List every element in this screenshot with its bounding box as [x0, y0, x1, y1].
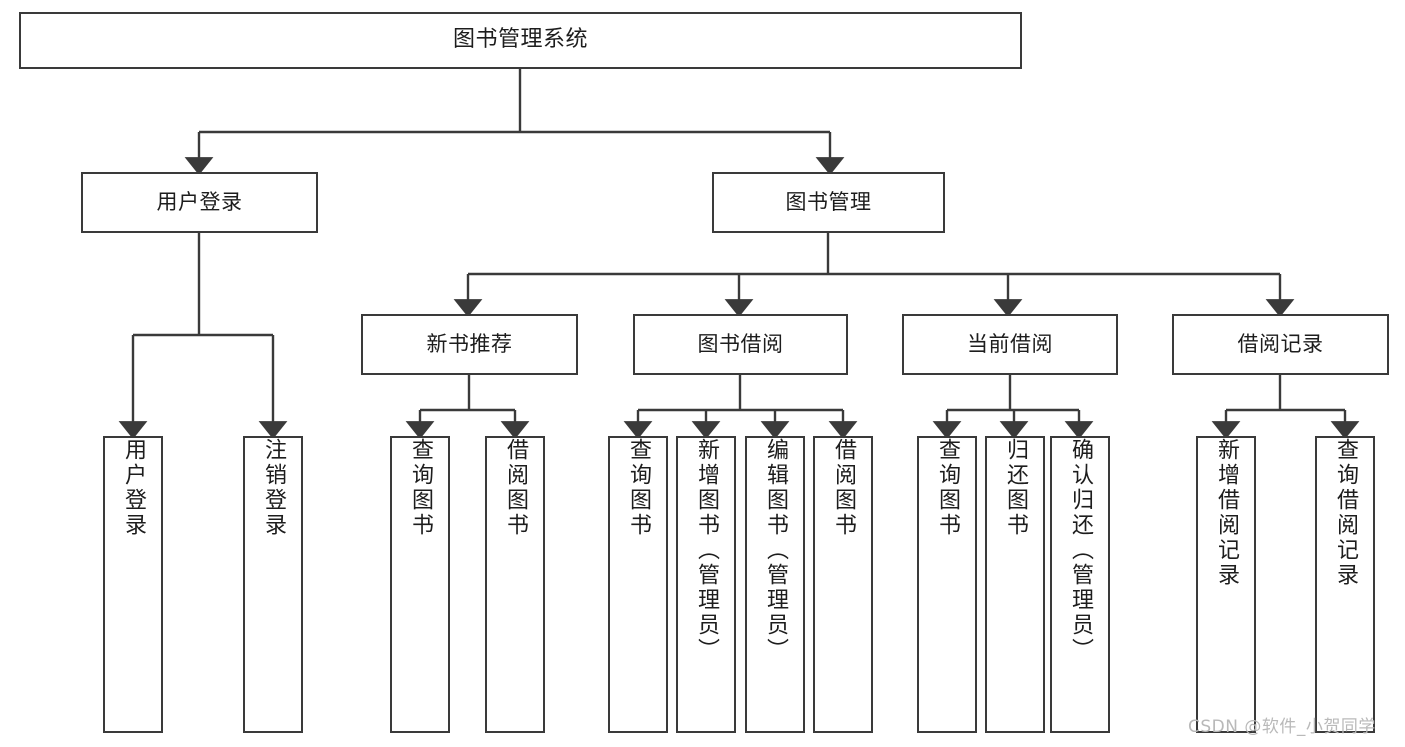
- node-current-borrow[interactable]: 当前借阅: [902, 314, 1118, 375]
- node-borrow-record[interactable]: 借阅记录: [1172, 314, 1389, 375]
- node-leaf-add-book-label: 新增图书（管理员）: [694, 438, 719, 663]
- node-new-book-recommend[interactable]: 新书推荐: [361, 314, 578, 375]
- node-leaf-query-book-1[interactable]: 查询图书: [390, 436, 450, 733]
- node-leaf-query-book-3-label: 查询图书: [935, 438, 960, 538]
- node-book-borrow[interactable]: 图书借阅: [633, 314, 848, 375]
- node-leaf-edit-book[interactable]: 编辑图书（管理员）: [745, 436, 805, 733]
- node-leaf-borrow-book-1[interactable]: 借阅图书: [485, 436, 545, 733]
- node-book-borrow-label: 图书借阅: [697, 331, 784, 356]
- node-root-label: 图书管理系统: [452, 27, 588, 53]
- node-new-book-recommend-label: 新书推荐: [426, 331, 513, 356]
- node-leaf-query-book-1-label: 查询图书: [408, 438, 433, 538]
- watermark: CSDN @软件_小贺同学: [1188, 717, 1376, 737]
- node-user-login-label: 用户登录: [156, 189, 243, 214]
- node-leaf-borrow-book-2-label: 借阅图书: [831, 438, 856, 538]
- node-root[interactable]: 图书管理系统: [19, 12, 1022, 69]
- node-leaf-query-book-2[interactable]: 查询图书: [608, 436, 668, 733]
- node-leaf-add-book[interactable]: 新增图书（管理员）: [676, 436, 736, 733]
- node-leaf-query-record[interactable]: 查询借阅记录: [1315, 436, 1375, 733]
- node-leaf-query-book-3[interactable]: 查询图书: [917, 436, 977, 733]
- node-leaf-user-login-label: 用户登录: [121, 438, 146, 538]
- node-leaf-logout-label: 注销登录: [261, 438, 286, 538]
- node-leaf-return-book-label: 归还图书: [1003, 438, 1028, 538]
- node-leaf-return-book[interactable]: 归还图书: [985, 436, 1045, 733]
- node-leaf-user-login[interactable]: 用户登录: [103, 436, 163, 733]
- node-leaf-confirm-return-label: 确认归还（管理员）: [1068, 438, 1093, 663]
- node-leaf-logout[interactable]: 注销登录: [243, 436, 303, 733]
- node-leaf-edit-book-label: 编辑图书（管理员）: [763, 438, 788, 663]
- node-user-login[interactable]: 用户登录: [81, 172, 318, 233]
- node-book-manage-label: 图书管理: [785, 189, 872, 214]
- node-leaf-add-record-label: 新增借阅记录: [1214, 438, 1239, 588]
- node-leaf-borrow-book-1-label: 借阅图书: [503, 438, 528, 538]
- node-leaf-confirm-return[interactable]: 确认归还（管理员）: [1050, 436, 1110, 733]
- node-borrow-record-label: 借阅记录: [1237, 331, 1324, 356]
- node-leaf-query-record-label: 查询借阅记录: [1333, 438, 1358, 588]
- node-leaf-add-record[interactable]: 新增借阅记录: [1196, 436, 1256, 733]
- node-leaf-query-book-2-label: 查询图书: [626, 438, 651, 538]
- node-book-manage[interactable]: 图书管理: [712, 172, 945, 233]
- node-current-borrow-label: 当前借阅: [967, 331, 1053, 356]
- node-leaf-borrow-book-2[interactable]: 借阅图书: [813, 436, 873, 733]
